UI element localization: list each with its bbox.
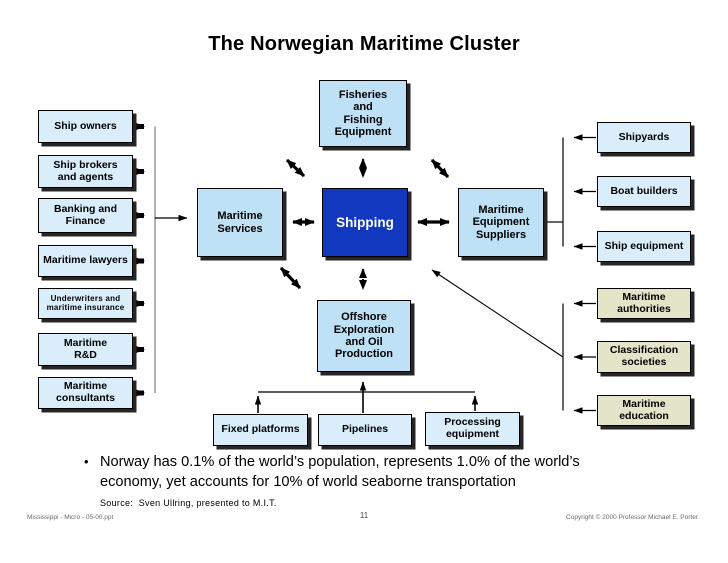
right-top-collector (547, 134, 596, 250)
box-underwriters-insurance: Underwriters and maritime insurance (38, 288, 133, 319)
footer-file-name: Mississippi - Micro - 05-00.ppt (27, 514, 114, 521)
box-maritime-lawyers: Maritime lawyers (38, 245, 133, 277)
box-maritime-rnd: Maritime R&D (38, 333, 133, 366)
box-shipyards: Shipyards (597, 122, 691, 153)
right-bottom-collector (431, 269, 596, 414)
box-ship-owners: Ship owners (38, 110, 133, 143)
page-title: The Norwegian Maritime Cluster (208, 33, 520, 55)
box-label: Maritime Services (217, 210, 263, 235)
box-label: Ship owners (54, 119, 117, 132)
box-label: Shipyards (618, 130, 670, 143)
box-label: Maritime education (619, 397, 669, 422)
box-label: Banking and Finance (53, 202, 117, 227)
box-ship-equipment: Ship equipment (597, 231, 691, 262)
box-label: Processing equipment (444, 416, 501, 440)
box-maritime-services: Maritime Services (197, 188, 283, 257)
source-citation: Source: Sven Ullring, presented to M.I.T… (100, 498, 277, 508)
bullet-point: • Norway has 0.1% of the world’s populat… (84, 452, 670, 492)
box-shipping: Shipping (322, 188, 408, 257)
box-label: Fixed platforms (221, 423, 300, 436)
box-label: Pipelines (341, 423, 389, 436)
box-label: Maritime Equipment Suppliers (472, 204, 530, 241)
box-boat-builders: Boat builders (597, 176, 691, 207)
box-label: Fisheries and Fishing Equipment (334, 88, 392, 138)
box-maritime-authorities: Maritime authorities (597, 288, 691, 319)
bullet-text: Norway has 0.1% of the world’s populatio… (100, 454, 580, 491)
box-label: Shipping (336, 214, 394, 230)
box-fisheries-fishing-equipment: Fisheries and Fishing Equipment (319, 80, 407, 147)
box-label: Ship brokers and agents (53, 158, 118, 183)
box-maritime-equipment-suppliers: Maritime Equipment Suppliers (458, 188, 544, 257)
box-maritime-consultants: Maritime consultants (38, 377, 133, 409)
bottom-collector (254, 381, 479, 413)
footer-copyright: Copyright © 2000 Professor Michael E. Po… (566, 514, 698, 521)
box-label: Classification societies (609, 344, 679, 368)
double-arrows (279, 158, 450, 290)
box-label: Offshore Exploration and Oil Production (333, 311, 395, 361)
box-fixed-platforms: Fixed platforms (213, 414, 308, 446)
footer-page-number: 11 (359, 511, 369, 520)
box-label: Maritime authorities (617, 290, 671, 315)
box-label: Underwriters and maritime insurance (46, 293, 125, 312)
box-classification-societies: Classification societies (597, 341, 691, 373)
bullet-marker: • (84, 454, 89, 469)
left-collector (135, 122, 188, 397)
box-label: Maritime consultants (56, 380, 115, 404)
box-label: Boat builders (610, 184, 678, 197)
box-processing-equipment: Processing equipment (425, 412, 520, 446)
box-banking-finance: Banking and Finance (38, 198, 133, 233)
box-maritime-education: Maritime education (597, 395, 691, 426)
box-ship-brokers: Ship brokers and agents (38, 155, 133, 188)
box-label: Maritime lawyers (43, 254, 128, 267)
box-label: Maritime R&D (63, 336, 108, 361)
box-pipelines: Pipelines (318, 414, 412, 446)
box-label: Ship equipment (604, 239, 684, 252)
box-offshore-oil-production: Offshore Exploration and Oil Production (317, 300, 411, 372)
